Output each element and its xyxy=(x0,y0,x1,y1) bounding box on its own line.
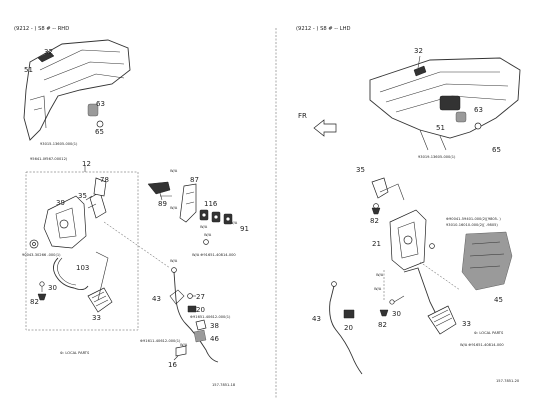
callout-87-left: 87 xyxy=(190,176,199,184)
callout-35-left: 35 xyxy=(78,192,87,200)
callout-43-left: 43 xyxy=(152,295,161,303)
callout-91-left: 91 xyxy=(240,225,249,233)
callout-38-left: 38 xyxy=(210,322,219,330)
pedal-bracket-right xyxy=(389,209,427,271)
callout-33-left: 33 xyxy=(92,314,101,322)
pedal-cover-45 xyxy=(461,231,513,291)
callout-33-right: 33 xyxy=(462,320,471,328)
callout-27-left: 27 xyxy=(196,293,205,301)
callout-35-right: 35 xyxy=(356,166,365,174)
clip-set-116 xyxy=(199,209,233,225)
ref-wa-27: W/A xyxy=(180,343,188,347)
callout-12-left: 12 xyxy=(82,160,91,168)
callout-116-left: 116 xyxy=(204,200,218,208)
fr-direction-arrow xyxy=(313,119,337,137)
ref-90043: 90043-30266 -000(1) xyxy=(22,253,61,257)
callout-46-left: 46 xyxy=(210,335,219,343)
local-parts-legend-left: ⊚: LOCAL PARTS xyxy=(60,351,90,355)
ref-wa-r2: W/A xyxy=(374,287,382,291)
right-dash-panel xyxy=(369,57,521,151)
left-header: (9212 - ) S8 # -- RHD xyxy=(14,26,69,32)
callout-32-left: 32 xyxy=(44,48,53,56)
ref-95641: 95641-0f567-00012) xyxy=(30,157,68,161)
callout-43-right: 43 xyxy=(312,315,321,323)
callout-30-right: 30 xyxy=(392,310,401,318)
local-parts-legend-right: ⊚: LOCAL PARTS xyxy=(474,331,504,335)
callout-78-left: 78 xyxy=(100,176,109,184)
ref-wa-43: W/A xyxy=(170,259,178,263)
callout-65-left: 65 xyxy=(95,128,104,136)
callout-20-right: 20 xyxy=(344,324,353,332)
ref-91651-left: W/A ⊕91651-40814-000 xyxy=(192,253,236,257)
callout-82-right: 82 xyxy=(370,217,379,225)
callout-21-right: 21 xyxy=(372,240,381,248)
ref-wa-r1: W/A xyxy=(376,273,384,277)
callout-82-left: 82 xyxy=(30,298,39,306)
callout-51-right: 51 xyxy=(436,124,445,132)
footer-code-left: 157-7851-18 xyxy=(212,383,236,387)
callout-51-left: 51 xyxy=(24,66,33,74)
callout-32-right: 32 xyxy=(414,47,423,55)
callout-39-left: 39 xyxy=(56,199,65,207)
left-panel: (9212 - ) S8 # -- RHD 51 32 63 65 93015-… xyxy=(14,26,249,387)
ref-90041: ⊕90041-59401-000(2)[9805- ) xyxy=(446,217,501,221)
footer-code-right: 157-7851-20 xyxy=(496,379,520,383)
ref-wa-89: W/A xyxy=(170,206,178,210)
callout-45-right: 45 xyxy=(494,296,503,304)
ref-wa-116: W/A xyxy=(200,225,208,229)
ref-wa-top: W/A xyxy=(170,169,178,173)
ref-91611: ⊕91611-40612-000(1) xyxy=(140,339,181,343)
ref-91651b: ⊕91651-40612-000(1) xyxy=(190,315,231,319)
ref-91651-right: W/A ⊕91651-40814-000 xyxy=(460,343,504,347)
callout-103-left: 103 xyxy=(76,264,89,272)
callout-16-left: 16 xyxy=(168,361,177,369)
callout-20-left: 20 xyxy=(196,306,205,314)
ref-93010: 93010-16010-000(2)[ -9805) xyxy=(446,223,498,227)
right-panel: (9212 - ) S8 # -- LHD 32 51 63 65 93019-… xyxy=(296,26,521,383)
ref-wa-small: W/A xyxy=(204,233,212,237)
ref-93015: 93015-13605-000(1) xyxy=(40,142,78,146)
callout-65-right: 65 xyxy=(492,146,501,154)
callout-63-right: 63 xyxy=(474,106,483,114)
right-header: (9212 - ) S8 # -- LHD xyxy=(296,26,350,32)
ref-wa-91: W/A xyxy=(230,221,238,225)
direction-label: FR xyxy=(298,112,307,120)
ref-93019: 93019-13605-000(1) xyxy=(418,155,456,159)
callout-30-left: 30 xyxy=(48,284,57,292)
pedal-bracket xyxy=(43,195,87,249)
left-dash-panel xyxy=(23,39,131,141)
callout-82b-right: 82 xyxy=(378,321,387,329)
pedal-assembly-frame xyxy=(25,171,139,331)
callout-89-left: 89 xyxy=(158,200,167,208)
callout-63-left: 63 xyxy=(96,100,105,108)
